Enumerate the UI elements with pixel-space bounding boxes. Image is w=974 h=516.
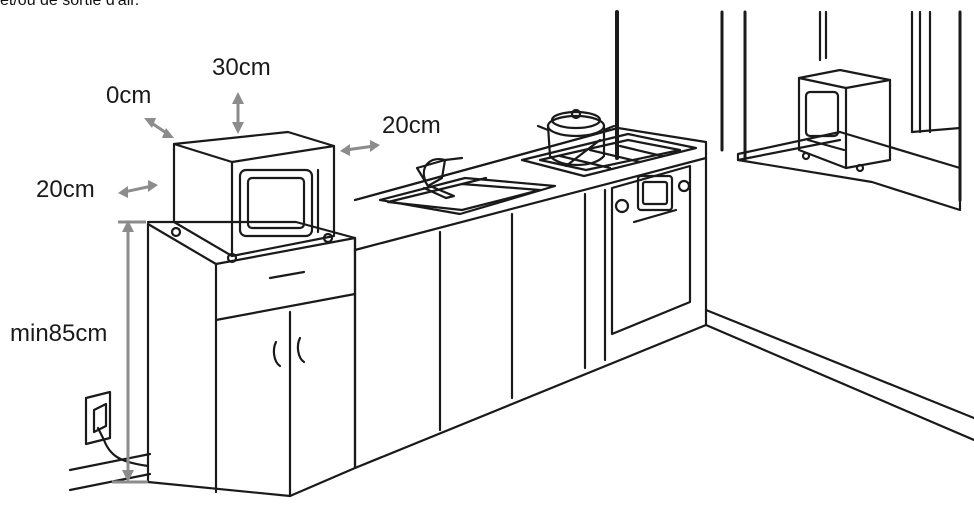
side-gap-label: 20cm bbox=[36, 176, 95, 203]
stove-icon bbox=[520, 132, 698, 178]
height-label: min85cm bbox=[10, 320, 108, 347]
microwave-icon bbox=[170, 130, 336, 264]
top-gap-label: 30cm bbox=[212, 54, 271, 81]
room-walls bbox=[68, 10, 974, 492]
left-gap-label: 0cm bbox=[106, 82, 152, 109]
dimension-arrows bbox=[112, 92, 380, 484]
microwave-stand-cabinet bbox=[146, 220, 357, 498]
sink-icon bbox=[378, 156, 557, 216]
window bbox=[736, 10, 962, 212]
right-gap-label: 20cm bbox=[382, 112, 441, 139]
pot-icon bbox=[536, 108, 616, 166]
caption-text: et/ou de sortie d'air. bbox=[0, 0, 140, 9]
small-oven-icon bbox=[797, 68, 892, 173]
wall-socket-icon bbox=[84, 390, 150, 468]
